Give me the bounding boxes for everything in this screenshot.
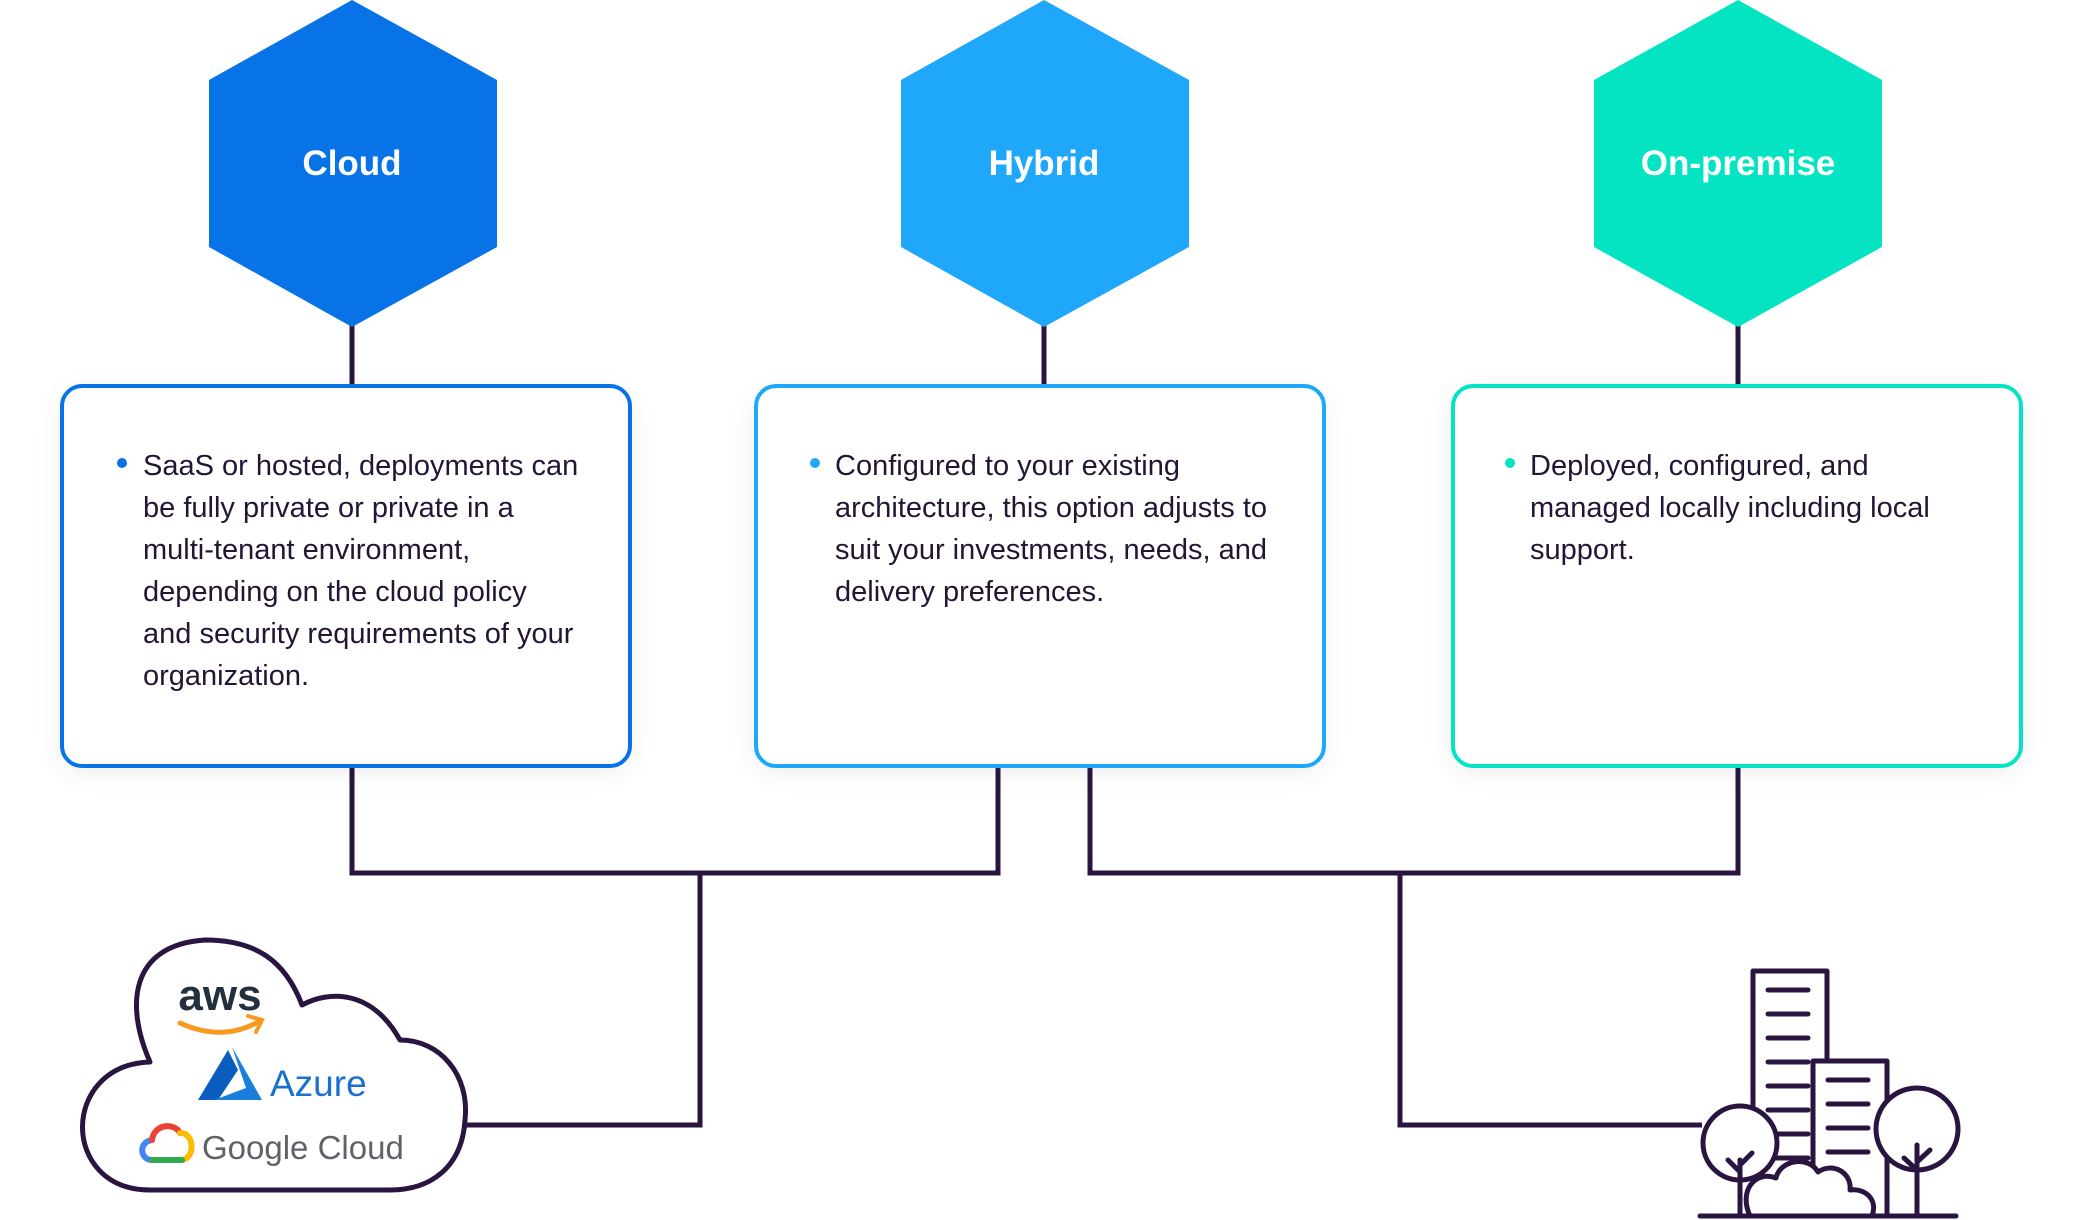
bullet-text-line: architecture, this option adjusts to	[835, 492, 1267, 524]
azure-logo-text: Azure	[270, 1063, 367, 1104]
hybrid-title: Hybrid	[989, 144, 1100, 183]
hybrid-bullet-text: Configured to your existing architecture,…	[835, 450, 1267, 608]
cloud-bullet-text: SaaS or hosted, deployments can be fully …	[143, 450, 578, 692]
cloud-hexagon: Cloud	[209, 0, 497, 327]
connector-to-cloud-providers	[465, 873, 703, 1128]
bullet-text-line: Configured to your existing	[835, 450, 1180, 482]
google-cloud-logo-icon	[139, 1123, 195, 1163]
onpremise-title: On-premise	[1641, 144, 1836, 183]
bullet-text-line: depending on the cloud policy	[143, 576, 527, 608]
bullet-text-line: delivery preferences.	[835, 576, 1104, 608]
bullet-text-line: SaaS or hosted, deployments can	[143, 450, 578, 482]
bullet-text-line: Deployed, configured, and	[1530, 450, 1869, 482]
azure-logo-icon	[198, 1047, 262, 1100]
cloud-providers-icon: aws Azure Google Cloud	[80, 937, 469, 1193]
onpremise-bullet-text: Deployed, configured, and managed locally…	[1530, 450, 1930, 566]
connector-cloud-to-hybrid	[349, 768, 1001, 876]
bullet-text-line: multi-tenant environment,	[143, 534, 470, 566]
bullet-dot	[810, 458, 820, 468]
buildings-with-trees-icon	[1697, 968, 1961, 1219]
connector-lines	[349, 320, 1741, 1128]
bullet-text-line: organization.	[143, 660, 309, 692]
bullet-dot	[1505, 458, 1515, 468]
bullet-text-line: and security requirements of your	[143, 618, 574, 650]
aws-smile-icon	[177, 1019, 261, 1035]
onpremise-hexagon: On-premise	[1594, 0, 1882, 327]
google-cloud-logo-text: Google Cloud	[202, 1129, 404, 1166]
cloud-title: Cloud	[302, 144, 401, 183]
aws-logo: aws	[178, 971, 261, 1020]
hybrid-description-card: Configured to your existing architecture,…	[754, 384, 1326, 768]
bullet-dot	[117, 458, 127, 468]
bullet-text-line: be fully private or private in a	[143, 492, 515, 524]
connector-to-buildings	[1397, 873, 1702, 1128]
hybrid-hexagon: Hybrid	[901, 0, 1189, 327]
cloud-description-card: SaaS or hosted, deployments can be fully …	[60, 384, 632, 768]
onpremise-description-card: Deployed, configured, and managed locally…	[1451, 384, 2023, 768]
connector-hybrid-to-onpremise	[1087, 768, 1741, 876]
bullet-text-line: support.	[1530, 534, 1635, 566]
bullet-text-line: managed locally including local	[1530, 492, 1930, 524]
bullet-text-line: suit your investments, needs, and	[835, 534, 1267, 566]
